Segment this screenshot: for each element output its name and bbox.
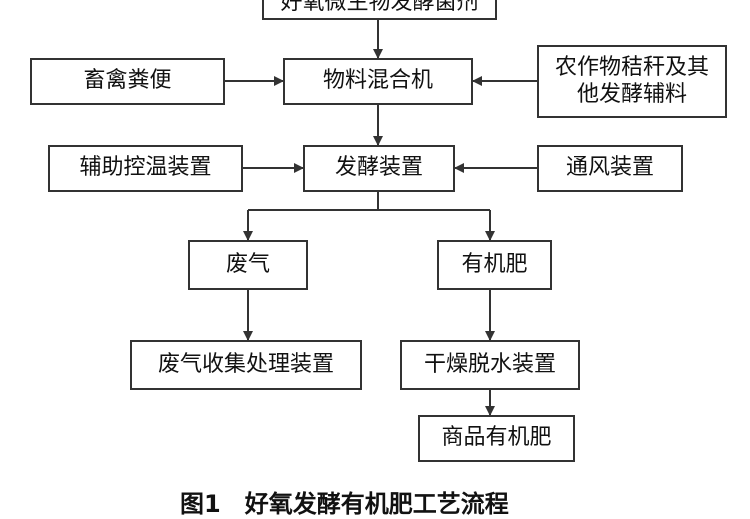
node-label: 畜禽粪便 bbox=[83, 68, 172, 94]
node-fermenter: 发酵装置 bbox=[303, 145, 455, 192]
node-label: 干燥脱水装置 bbox=[423, 351, 556, 377]
node-label: 物料混合机 bbox=[322, 68, 433, 94]
node-inoculant: 好氧微生物发酵菌剂 bbox=[262, 0, 497, 20]
node-mixer: 物料混合机 bbox=[283, 58, 473, 105]
connectors bbox=[225, 20, 537, 416]
node-label: 废气收集处理装置 bbox=[157, 351, 334, 377]
node-label: 有机肥 bbox=[461, 251, 528, 277]
node-label: 通风装置 bbox=[565, 155, 654, 181]
node-label: 废气 bbox=[225, 251, 270, 277]
node-label: 发酵装置 bbox=[334, 155, 423, 181]
figure-caption: 图1 好氧发酵有机肥工艺流程 bbox=[180, 490, 509, 518]
node-gas-treatment: 废气收集处理装置 bbox=[130, 340, 362, 390]
node-temp-control: 辅助控温装置 bbox=[48, 145, 243, 192]
node-straw: 农作物秸秆及其他发酵辅料 bbox=[537, 45, 727, 118]
node-product: 商品有机肥 bbox=[418, 415, 575, 462]
node-waste-gas: 废气 bbox=[188, 240, 308, 290]
node-drying: 干燥脱水装置 bbox=[400, 340, 580, 390]
node-ventilation: 通风装置 bbox=[537, 145, 683, 192]
node-manure: 畜禽粪便 bbox=[30, 58, 225, 105]
node-label: 农作物秸秆及其他发酵辅料 bbox=[554, 55, 709, 107]
node-organic-fertilizer: 有机肥 bbox=[437, 240, 552, 290]
node-label: 好氧微生物发酵菌剂 bbox=[280, 0, 479, 15]
node-label: 辅助控温装置 bbox=[79, 155, 212, 181]
node-label: 商品有机肥 bbox=[441, 425, 552, 451]
